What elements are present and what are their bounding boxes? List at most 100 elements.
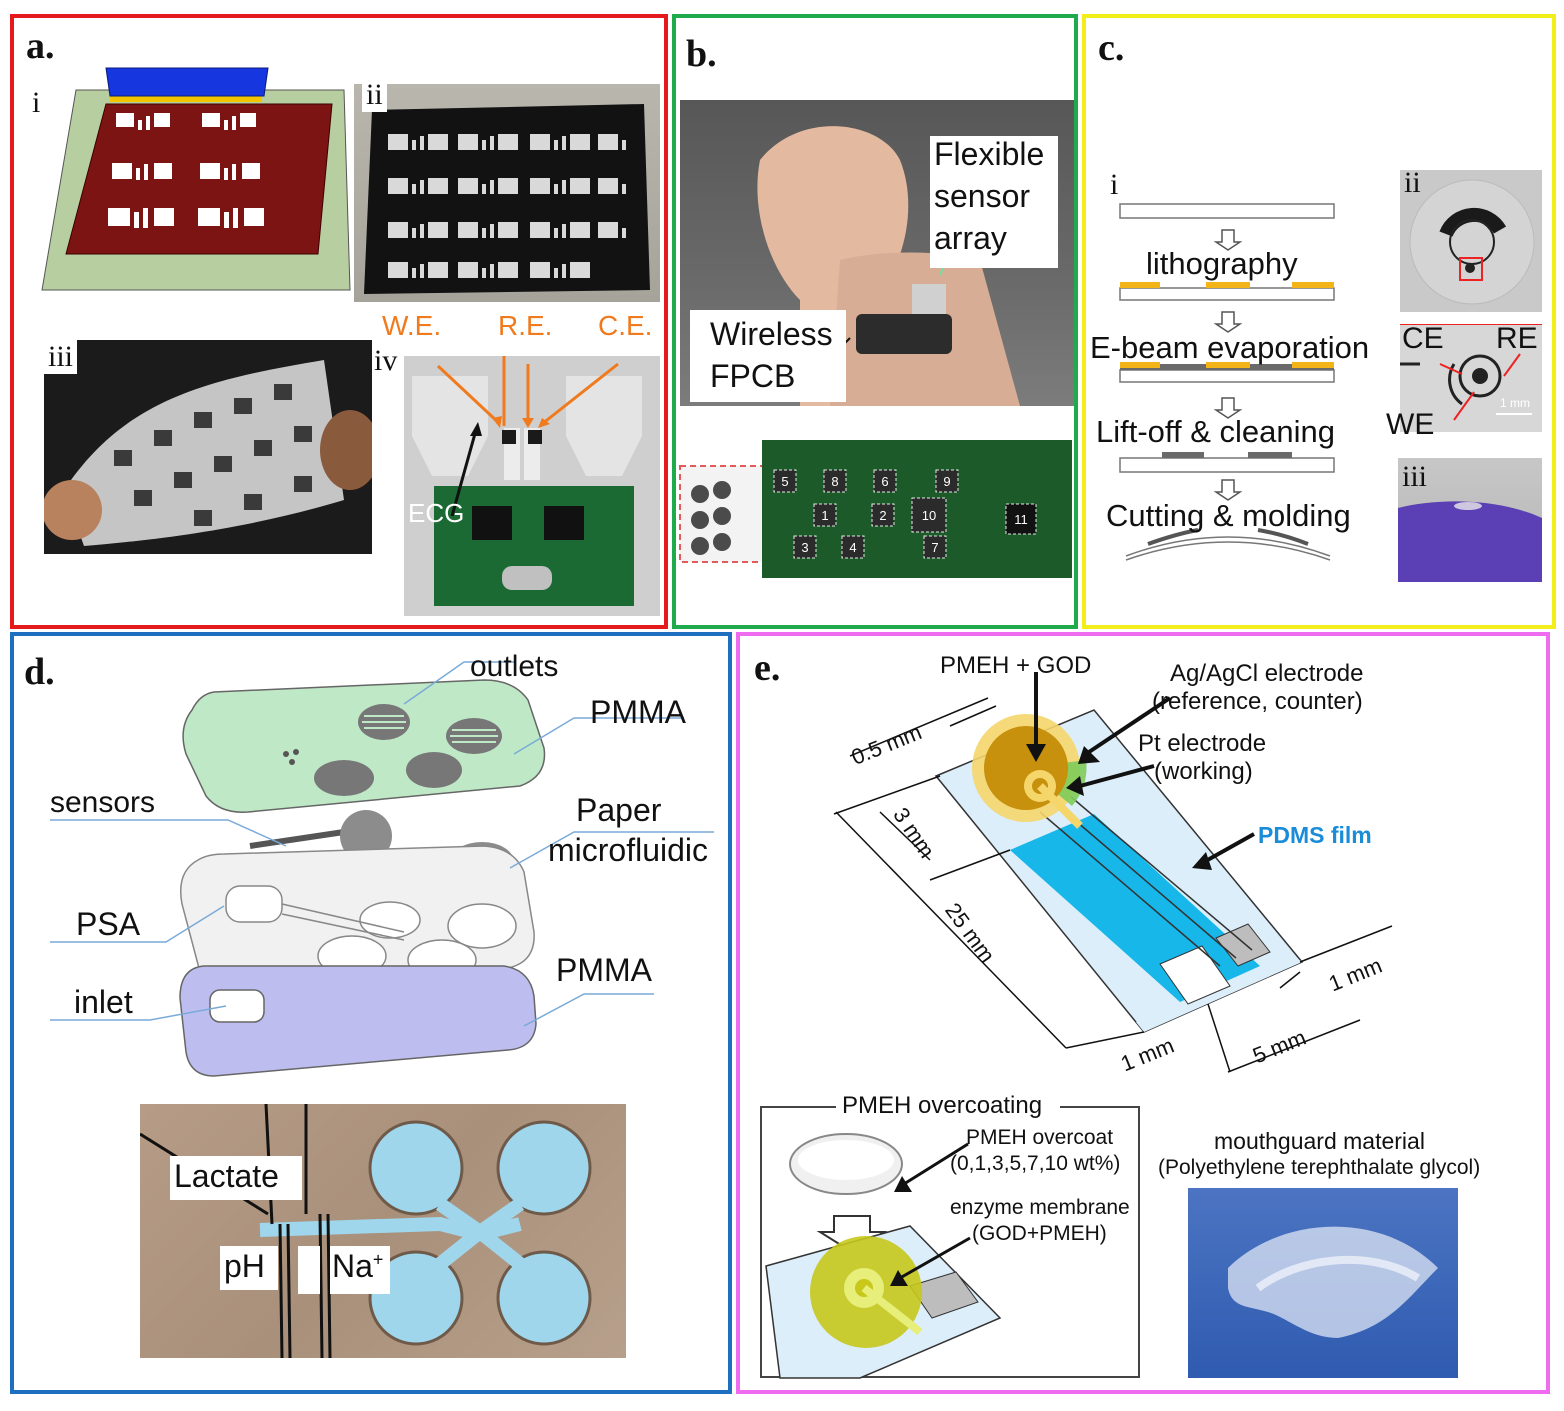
pcb-chip-number: 6 bbox=[881, 474, 888, 489]
step-ebeam: E-beam evaporation bbox=[1090, 330, 1370, 365]
pt-label-line2: (working) bbox=[1154, 758, 1253, 785]
step-liftoff: Lift-off & cleaning bbox=[1096, 414, 1335, 449]
panel-e: e. bbox=[736, 632, 1550, 1394]
overcoating-title-box bbox=[836, 1092, 1060, 1122]
step-lithography: lithography bbox=[1146, 246, 1298, 281]
pcb-chip-number: 9 bbox=[943, 474, 950, 489]
panel-c-tag: c. bbox=[1098, 27, 1125, 69]
pcb-chip-number: 5 bbox=[781, 474, 788, 489]
ecg-label: ECG bbox=[408, 498, 465, 528]
pcb-chip bbox=[873, 469, 897, 493]
pcb-chip-number: 10 bbox=[922, 508, 936, 523]
panel-a-sub-iv: iv bbox=[374, 344, 398, 377]
na-text: Na bbox=[332, 1248, 373, 1284]
pdms-label: PDMS film bbox=[1258, 822, 1372, 848]
panel-a-i-schematic bbox=[41, 67, 351, 291]
psa-label: PSA bbox=[76, 906, 141, 942]
panel-a-sub-ii: ii bbox=[362, 84, 387, 112]
pcb-chip bbox=[923, 535, 947, 559]
ph-label: pH bbox=[224, 1248, 265, 1284]
pcb-chip bbox=[773, 469, 797, 493]
paper-label-line2: microfluidic bbox=[548, 832, 709, 868]
a-ii-electrode-grid bbox=[388, 134, 626, 278]
enzyme-label-line1: enzyme membrane bbox=[950, 1196, 1130, 1219]
panel-b: b. Flexible sensor array Wireless FPCB 1… bbox=[672, 14, 1078, 629]
overcoating-title: PMEH overcoating bbox=[842, 1092, 1043, 1119]
na-label: Na+ bbox=[332, 1248, 383, 1285]
spacer-box bbox=[298, 1246, 320, 1294]
we-label: W.E. bbox=[382, 310, 442, 341]
we-label: WE bbox=[1386, 408, 1435, 441]
mouthguard-photo bbox=[1188, 1188, 1458, 1378]
ph-box bbox=[220, 1246, 278, 1290]
pcb-chip-number: 1 bbox=[821, 508, 828, 523]
agagcl-label-line2: (reference, counter) bbox=[1152, 688, 1363, 715]
panel-c-sub-iii: iii bbox=[1402, 460, 1428, 493]
pcb-chip bbox=[793, 535, 817, 559]
panel-c-iii-photo: iii bbox=[1398, 458, 1542, 582]
wireless-label-line1: Wireless bbox=[710, 316, 833, 352]
flex-label-line3: array bbox=[934, 220, 1007, 256]
pcb-chip bbox=[841, 535, 865, 559]
scale-bar-label: 1 mm bbox=[1500, 396, 1530, 410]
mouthguard-label-line2: (Polyethylene terephthalate glycol) bbox=[1158, 1156, 1481, 1179]
lactate-box bbox=[170, 1156, 302, 1200]
panel-c-sub-ii: ii bbox=[1404, 170, 1421, 199]
panel-a-sub-i: i bbox=[32, 86, 41, 119]
panel-d-sensor-photo bbox=[140, 1104, 626, 1358]
panel-c-process-flow bbox=[1119, 203, 1335, 561]
panel-a-tag: a. bbox=[26, 25, 55, 67]
pcb-chip-number: 11 bbox=[1014, 512, 1028, 527]
re-label: RE bbox=[1496, 322, 1538, 355]
panel-b-tag: b. bbox=[686, 33, 717, 75]
pcb-chip-number: 4 bbox=[849, 540, 856, 555]
panel-c-ii-zoom: 1 mm bbox=[1400, 324, 1542, 432]
panel-d: d. bbox=[10, 632, 732, 1394]
na-box bbox=[330, 1246, 390, 1294]
lactate-label: Lactate bbox=[174, 1158, 279, 1194]
ce-label: C.E. bbox=[598, 310, 653, 341]
pcb-chip bbox=[871, 503, 895, 527]
panel-e-electrode-diagram bbox=[833, 672, 1393, 1073]
panel-a-iii-photo: iii bbox=[44, 340, 372, 554]
pcb-chip bbox=[813, 503, 837, 527]
pcb-chip-number: 7 bbox=[931, 540, 938, 555]
overcoat-label-line2: (0,1,3,5,7,10 wt%) bbox=[950, 1152, 1121, 1175]
ce-label: CE bbox=[1402, 322, 1444, 355]
panel-a-iv-photo bbox=[404, 356, 660, 616]
wireless-label-line2: FPCB bbox=[710, 358, 796, 394]
pcb-chip bbox=[1005, 503, 1037, 535]
a-i-electrode-grid bbox=[108, 113, 264, 228]
panel-a: a. i bbox=[10, 14, 668, 629]
enzyme-label-line2: (GOD+PMEH) bbox=[972, 1222, 1107, 1245]
pmma-top-label: PMMA bbox=[590, 694, 686, 730]
pcb-chip bbox=[911, 497, 947, 533]
pcb-chip-number: 2 bbox=[879, 508, 886, 523]
flex-label-box bbox=[930, 136, 1058, 268]
mouthguard-label-line1: mouthguard material bbox=[1214, 1128, 1425, 1154]
pcb-chip bbox=[935, 469, 959, 493]
outlets-label: outlets bbox=[470, 650, 559, 683]
agagcl-label-line1: Ag/AgCl electrode bbox=[1170, 660, 1364, 687]
re-label: R.E. bbox=[498, 310, 553, 341]
pcb-chip-number: 8 bbox=[831, 474, 838, 489]
overcoating-diagram bbox=[765, 1133, 1002, 1379]
pmeh-god-label: PMEH + GOD bbox=[940, 652, 1092, 679]
pcb-chip-number: 3 bbox=[801, 540, 808, 555]
pmma-bottom-label: PMMA bbox=[556, 952, 652, 988]
pcb-chip-group: 1 2 3 4 5 6 7 8 9 10 11 bbox=[773, 469, 1037, 559]
overcoat-label-line1: PMEH overcoat bbox=[966, 1126, 1114, 1149]
panel-d-tag: d. bbox=[24, 651, 55, 693]
pcb-chip bbox=[823, 469, 847, 493]
inlet-label: inlet bbox=[74, 984, 133, 1020]
panel-b-pcb: 1 2 3 4 5 6 7 8 9 10 11 bbox=[679, 440, 1072, 578]
panel-c-ii-photo: ii bbox=[1400, 170, 1542, 312]
panel-a-sub-iii: iii bbox=[44, 340, 78, 374]
sensors-label: sensors bbox=[50, 786, 156, 819]
na-superscript: + bbox=[372, 1249, 384, 1270]
wireless-label-box bbox=[690, 310, 846, 402]
panel-c: c. i lithography E-beam evaporation Lift… bbox=[1082, 14, 1556, 629]
panel-d-exploded-diagram bbox=[50, 661, 714, 1077]
panel-c-sub-i: i bbox=[1110, 168, 1119, 201]
flex-label-line2: sensor bbox=[934, 178, 1031, 214]
